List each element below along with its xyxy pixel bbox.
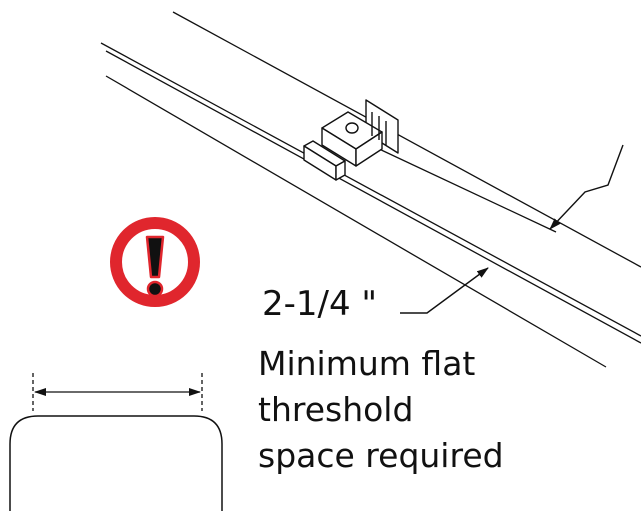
dimension-label: 2-1/4 " <box>262 284 378 324</box>
rail-leader-line <box>549 144 624 230</box>
requirement-note: Minimum flat threshold space required <box>258 341 504 479</box>
mounting-bracket <box>303 99 399 181</box>
width-dimension <box>32 373 203 411</box>
dimension-leader-line <box>400 267 489 314</box>
note-line: space required <box>258 436 504 475</box>
threshold-rail <box>100 11 641 368</box>
threshold-profile <box>9 415 223 511</box>
exclamation-warning-icon <box>110 217 200 307</box>
note-line: Minimum flat <box>258 344 476 383</box>
note-line: threshold <box>258 390 414 429</box>
